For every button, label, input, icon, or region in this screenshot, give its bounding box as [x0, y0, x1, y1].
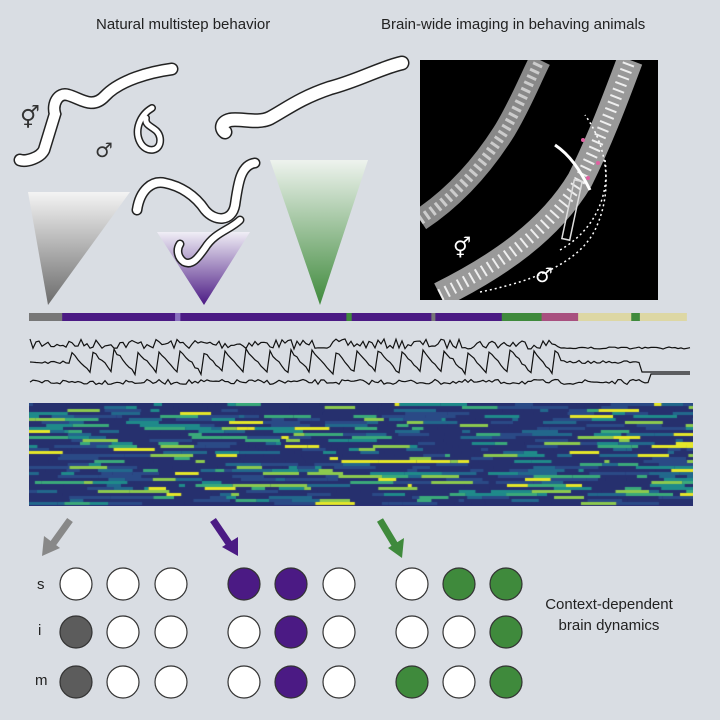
brain-hermaphrodite-symbol: ⚥	[453, 236, 471, 260]
behavior-segment	[62, 313, 176, 321]
arrow-gray	[42, 517, 73, 556]
worm-hermaphrodite-1	[13, 62, 179, 167]
row-label-m: m	[35, 672, 48, 689]
neuron-circle-purple	[227, 615, 261, 649]
title-natural-behavior: Natural multistep behavior	[96, 16, 271, 33]
brain-male-symbol: ♂	[535, 263, 553, 287]
behavior-segment	[578, 313, 632, 321]
trace-top	[29, 337, 691, 351]
neuron-circle-gray	[154, 665, 188, 699]
neuron-circle-green	[442, 615, 476, 649]
worm-mating-pair	[131, 157, 261, 268]
neuron-state-circles	[59, 567, 523, 699]
neuron-circle-gray	[59, 615, 93, 649]
neuron-circle-purple	[227, 567, 261, 601]
neuron-circle-purple	[322, 665, 356, 699]
brain-imaging-panel: ⚥ ♂	[420, 60, 658, 300]
neuron-circle-purple	[274, 615, 308, 649]
neuron-circle-gray	[106, 615, 140, 649]
behavior-segment	[639, 313, 687, 321]
behavior-segment	[29, 313, 63, 321]
neuron-circle-green	[395, 567, 429, 601]
neuron-circle-green	[395, 615, 429, 649]
context-label-line2: brain dynamics	[558, 617, 660, 634]
arrow-purple	[210, 518, 238, 556]
neuron-circle-purple	[322, 615, 356, 649]
row-label-s: s	[37, 576, 45, 593]
neuron-circle-purple	[322, 567, 356, 601]
trace-bottom	[29, 373, 690, 386]
trace-middle	[29, 346, 690, 377]
neural-activity-heatmap	[29, 403, 693, 506]
neuron-circle-green	[489, 615, 523, 649]
context-label-line1: Context-dependent	[545, 596, 673, 613]
behavior-segment	[435, 313, 503, 321]
behavior-segment	[351, 313, 432, 321]
neuron-circle-gray	[154, 615, 188, 649]
neuron-circle-gray	[106, 665, 140, 699]
neuron-circle-gray	[106, 567, 140, 601]
worm-male-curled	[133, 104, 165, 154]
neuron-circle-gray	[154, 567, 188, 601]
cone-green	[270, 160, 368, 305]
neuron-circle-green	[395, 665, 429, 699]
row-label-i: i	[38, 622, 42, 639]
male-symbol: ♂	[95, 138, 113, 162]
behavior-traces	[29, 337, 691, 386]
hermaphrodite-symbol: ⚥	[20, 104, 40, 131]
neuron-circle-gray	[59, 567, 93, 601]
worm-hermaphrodite-2	[214, 55, 410, 140]
neuron-circle-purple	[227, 665, 261, 699]
behavior-segment	[175, 313, 181, 321]
behavior-segment	[631, 313, 641, 321]
behavior-ethogram-bar	[29, 313, 687, 321]
behavior-segment	[431, 313, 436, 321]
title-brain-imaging: Brain-wide imaging in behaving animals	[381, 16, 646, 33]
behavior-segment	[501, 313, 543, 321]
neuron-circle-green	[442, 567, 476, 601]
context-dependent-label: Context-dependent brain dynamics	[524, 594, 694, 636]
behavior-segment	[346, 313, 353, 321]
behavior-segment	[541, 313, 579, 321]
neuron-circle-purple	[274, 567, 308, 601]
neuron-circle-green	[489, 567, 523, 601]
neuron-circle-purple	[274, 665, 308, 699]
arrow-green	[376, 518, 404, 558]
neuron-circle-green	[489, 665, 523, 699]
neuron-circle-green	[442, 665, 476, 699]
cone-gray	[28, 192, 130, 305]
behavior-segment	[180, 313, 347, 321]
neuron-circle-gray	[59, 665, 93, 699]
